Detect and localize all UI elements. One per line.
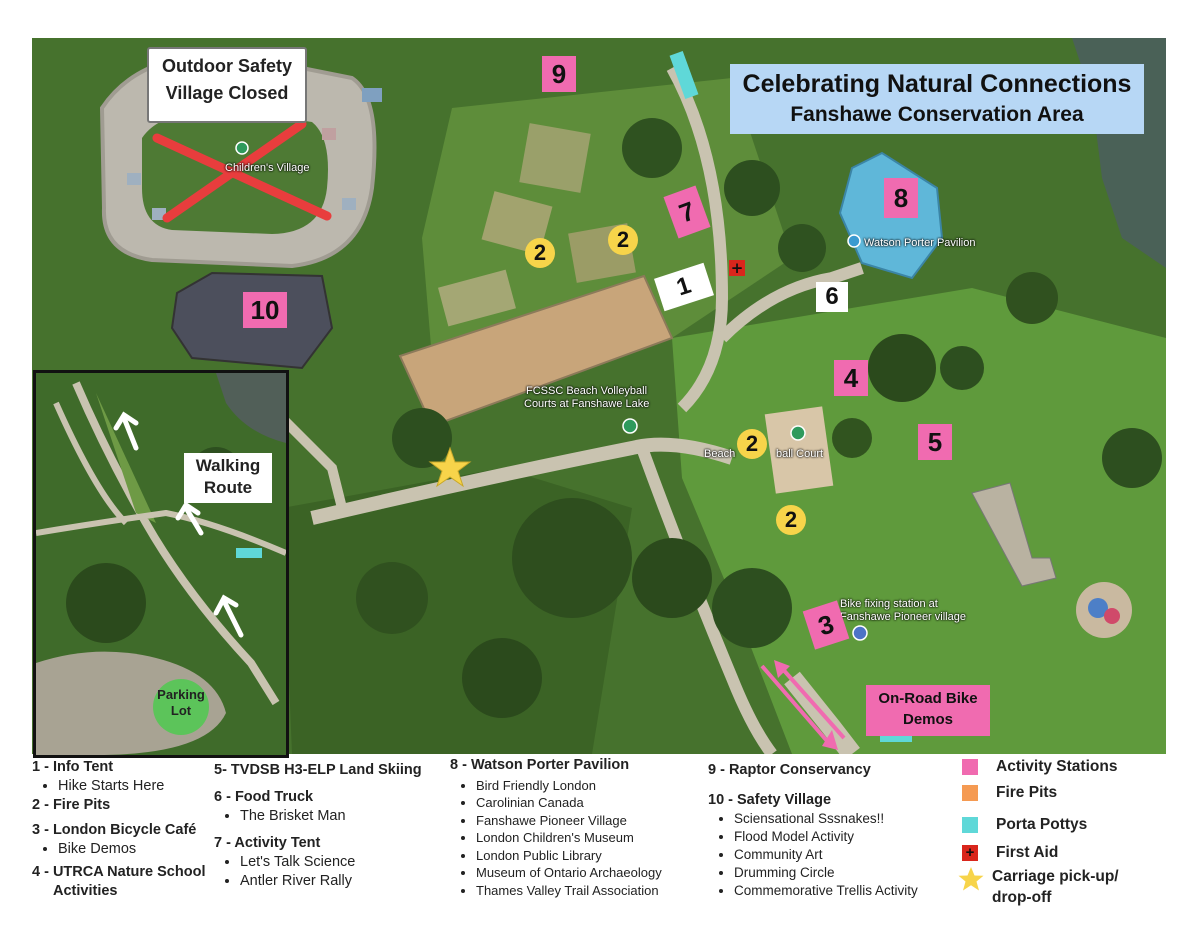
key-porta: Porta Pottys	[962, 816, 1087, 834]
fire-pit-marker: 2	[776, 505, 806, 535]
map-label-beach: Beach	[704, 448, 736, 460]
fire-swatch-icon	[962, 785, 978, 801]
walking-route-inset: Walking Route Parking Lot	[33, 370, 289, 758]
legend-6-item: The Brisket Man	[240, 808, 444, 825]
legend-6-head: 6 - Food Truck	[214, 789, 314, 805]
legend-3-head: 3 - London Bicycle Café	[32, 822, 197, 838]
map-label-volleyball-1: FCSSC Beach Volleyball	[526, 385, 648, 397]
fire-pit-marker: 2	[608, 225, 638, 255]
walking-route-line-2: Route	[203, 478, 253, 497]
title-banner: Celebrating Natural Connections Fanshawe…	[730, 64, 1144, 134]
legend-7-item: Antler River Rally	[240, 873, 444, 890]
legend-10-item: Commemorative Trellis Activity	[734, 883, 953, 899]
title-line-1: Celebrating Natural Connections	[742, 70, 1132, 98]
legend-8-head: 8 - Watson Porter Pavilion	[450, 757, 630, 773]
legend-8-item: London Public Library	[476, 848, 700, 864]
key-activity-label: Activity Stations	[996, 758, 1118, 775]
aerial-map: + Watson Porter Pavilion FCSSC Beach Vol…	[32, 38, 1166, 754]
closed-notice-line-2: Village Closed	[165, 83, 289, 103]
parking-line-1: Parking	[157, 687, 205, 702]
bike-demos-label: On-Road Bike Demos	[866, 685, 990, 736]
legend-7-head: 7 - Activity Tent	[214, 835, 321, 851]
marker-8: 8	[884, 178, 918, 218]
legend-7-item: Let's Talk Science	[240, 854, 444, 871]
legend-4-head: 4 - UTRCA Nature School	[32, 864, 206, 880]
walking-route-label: Walking Route	[184, 453, 272, 503]
key-fire: Fire Pits	[962, 784, 1057, 802]
key-first-aid-label: First Aid	[996, 844, 1059, 861]
key-activity: Activity Stations	[962, 758, 1117, 776]
key-porta-label: Porta Pottys	[996, 816, 1088, 833]
activity-swatch-icon	[962, 759, 978, 775]
parking-line-2: Lot	[170, 703, 192, 718]
closed-notice: Outdoor Safety Village Closed	[147, 47, 307, 123]
marker-10: 10	[243, 292, 287, 328]
marker-9: 9	[542, 56, 576, 92]
legend-4-head-2: Activities	[53, 883, 118, 899]
legend-3-item: Bike Demos	[58, 841, 222, 858]
fire-pit-marker: 2	[737, 429, 767, 459]
carriage-star-icon	[428, 446, 472, 488]
legend-10-item: Community Art	[734, 847, 953, 863]
key-fire-label: Fire Pits	[996, 784, 1058, 801]
map-label-bike-fix-2: Fanshawe Pioneer village	[840, 611, 966, 623]
map-background: +	[32, 38, 1166, 754]
porta-swatch-icon	[962, 817, 978, 833]
marker-6: 6	[816, 282, 848, 312]
closed-notice-line-1: Outdoor Safety	[161, 56, 292, 76]
legend-col-1: 1 - Info Tent Hike Starts Here 2 - Fire …	[32, 759, 222, 900]
marker-4: 4	[834, 360, 868, 396]
legend-10-head: 10 - Safety Village	[708, 792, 832, 808]
key-carriage-line-2: drop-off	[992, 889, 1052, 906]
map-label-volleyball-2: Courts at Fanshawe Lake	[524, 398, 650, 410]
title-line-2: Fanshawe Conservation Area	[790, 103, 1084, 126]
map-label-court: ball Court	[776, 448, 824, 460]
legend-col-4: 9 - Raptor Conservancy 10 - Safety Villa…	[708, 762, 953, 901]
svg-text:+: +	[731, 259, 744, 277]
legend-2-head: 2 - Fire Pits	[32, 797, 111, 813]
legend-1-item: Hike Starts Here	[58, 778, 222, 795]
legend-8-item: Thames Valley Trail Association	[476, 883, 700, 899]
legend-8-item: Carolinian Canada	[476, 795, 700, 811]
map-label-bike-fix-1: Bike fixing station at	[840, 598, 938, 610]
legend-10-item: Drumming Circle	[734, 865, 953, 881]
key-carriage-label: Carriage pick-up/ drop-off	[992, 866, 1119, 908]
fire-pit-marker: 2	[525, 238, 555, 268]
legend-8-item: Fanshawe Pioneer Village	[476, 813, 700, 829]
first-aid-icon: +	[962, 845, 978, 861]
legend-col-3: 8 - Watson Porter Pavilion Bird Friendly…	[450, 757, 700, 900]
legend-8-item: London Children's Museum	[476, 830, 700, 846]
legend-1-head: 1 - Info Tent	[32, 759, 114, 775]
walking-route-line-1: Walking	[195, 456, 261, 475]
legend-9-head: 9 - Raptor Conservancy	[708, 762, 871, 778]
marker-5: 5	[918, 424, 952, 460]
key-carriage-line-1: Carriage pick-up/	[992, 868, 1119, 885]
map-label-watson: Watson Porter Pavilion	[864, 237, 976, 249]
legend-10-item: Flood Model Activity	[734, 829, 953, 845]
key-carriage: Carriage pick-up/ drop-off	[958, 866, 1119, 908]
parking-lot-label: Parking Lot	[153, 679, 209, 735]
key-first-aid: + First Aid	[962, 844, 1058, 862]
legend-8-item: Museum of Ontario Archaeology	[476, 865, 700, 881]
legend-col-2: 5- TVDSB H3-ELP Land Skiing 6 - Food Tru…	[214, 762, 444, 892]
map-label-childrens-village: Children's Village	[225, 162, 310, 174]
bike-demos-line-2: Demos	[902, 711, 954, 728]
bike-demos-line-1: On-Road Bike	[878, 690, 978, 707]
legend-8-item: Bird Friendly London	[476, 778, 700, 794]
legend-10-item: Sciensational Sssnakes!!	[734, 811, 953, 827]
legend-5-head: 5- TVDSB H3-ELP Land Skiing	[214, 762, 422, 778]
carriage-star-icon	[958, 867, 984, 891]
